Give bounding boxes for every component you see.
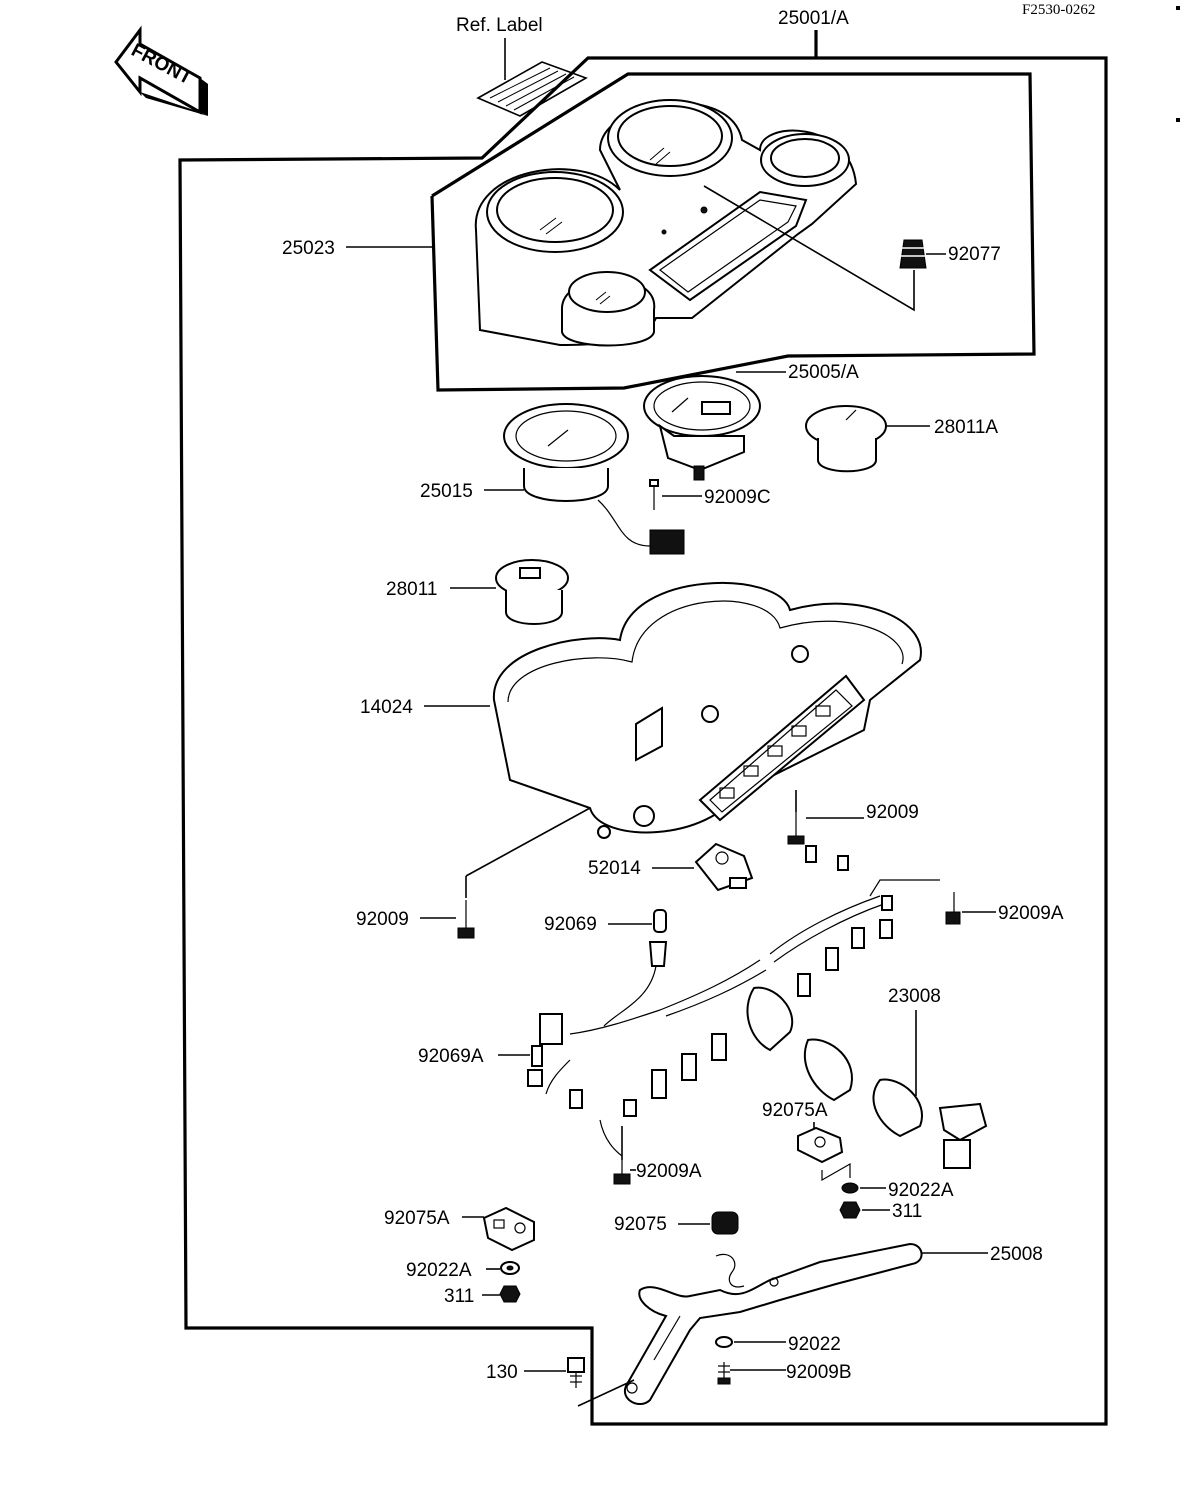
tachometer-25015: [503, 403, 651, 547]
part-number-92009a-right: 92009A: [998, 903, 1064, 924]
part-number-130: 130: [486, 1362, 518, 1383]
washer-92022a-right: [841, 1182, 859, 1194]
speedometer-25005a: [643, 375, 761, 481]
part-number-23008: 23008: [888, 986, 941, 1007]
bracket-92075a-right: [797, 1126, 844, 1164]
nut-311-right: [839, 1201, 861, 1219]
washer-92022a-left: [500, 1261, 520, 1275]
part-number-311-left: 311: [444, 1286, 474, 1307]
corner-mark: [1176, 118, 1180, 122]
part-number-92075a-left: 92075A: [384, 1208, 450, 1229]
meter-case-14024: [492, 582, 922, 839]
screw-92009c: [649, 479, 659, 510]
cover-subassembly-frame: [430, 72, 1036, 392]
part-number-25001a: 25001/A: [778, 8, 849, 29]
bracket-92075a-left: [482, 1206, 535, 1252]
screw-92009-right: [787, 812, 805, 845]
ref-label-text: Ref. Label: [456, 15, 543, 36]
leader-line: [703, 185, 915, 312]
meter-cover-25023: [474, 99, 858, 347]
part-number-92075a-right: 92075A: [762, 1100, 828, 1121]
part-number-28011: 28011: [386, 579, 437, 600]
screw-92009b: [717, 1362, 731, 1385]
wiring-harness-23008: [539, 845, 988, 1169]
part-number-92009-right: 92009: [866, 802, 919, 823]
part-number-92077: 92077: [948, 244, 1001, 265]
part-number-28011a: 28011A: [934, 417, 998, 438]
connector-socket: [649, 529, 685, 555]
part-number-92069: 92069: [544, 914, 597, 935]
front-arrow-icon: FRONT: [114, 25, 208, 116]
meter-28011a: [805, 405, 887, 473]
part-number-92009a-bottom: 92009A: [636, 1161, 702, 1182]
screw-92009a-bottom: [613, 1160, 631, 1185]
part-number-311-right: 311: [892, 1201, 922, 1222]
part-number-14024: 14024: [360, 697, 413, 718]
part-number-92009-left: 92009: [356, 909, 409, 930]
part-number-92009c: 92009C: [704, 487, 771, 508]
wire-terminal-92069: [603, 909, 668, 1027]
screw-92009-left: [457, 900, 475, 939]
part-number-25023: 25023: [282, 238, 335, 259]
drawing-code: F2530-0262: [1022, 2, 1095, 18]
sensor-52014: [694, 842, 754, 892]
part-number-25005a: 25005/A: [788, 362, 859, 383]
corner-mark: [1176, 6, 1180, 10]
grommet-92075: [711, 1211, 739, 1235]
part-number-92009b: 92009B: [786, 1362, 852, 1383]
rubber-damper-92077: [899, 239, 927, 269]
wire-terminal-92069a: [527, 1045, 543, 1087]
leader-line: [577, 1379, 635, 1407]
part-number-25008: 25008: [990, 1244, 1043, 1265]
leader-line: [465, 807, 591, 877]
part-number-92069a: 92069A: [418, 1046, 484, 1067]
leader-line: [821, 1162, 851, 1182]
bolt-130: [567, 1357, 585, 1388]
ref-label-sticker: [476, 61, 588, 117]
part-number-52014: 52014: [588, 858, 641, 879]
part-number-92022: 92022: [788, 1334, 841, 1355]
assembly-frame-25001a: [178, 30, 1108, 1426]
part-number-25015: 25015: [420, 481, 473, 502]
part-number-92022a-right: 92022A: [888, 1180, 954, 1201]
meter-bracket-25008: [623, 1242, 923, 1405]
screw-92009a-right: [945, 892, 961, 925]
part-number-92022a-left: 92022A: [406, 1260, 472, 1281]
meter-28011: [495, 559, 569, 625]
part-number-92075: 92075: [614, 1214, 667, 1235]
nut-311-left: [499, 1285, 521, 1303]
washer-92022: [715, 1336, 733, 1348]
